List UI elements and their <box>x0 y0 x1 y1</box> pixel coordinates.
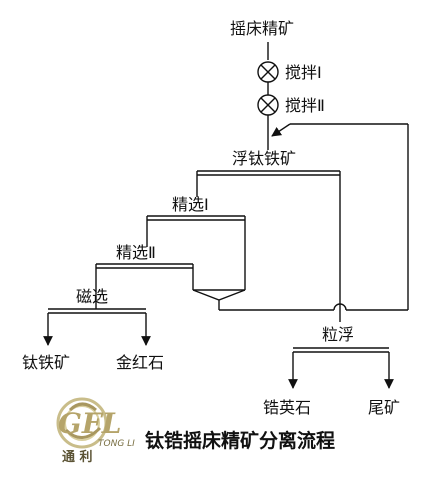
recycle-arrow <box>271 123 291 137</box>
node-granular-flotation: 粒浮 <box>322 325 354 344</box>
logo-text-en: TONG LI <box>98 439 135 449</box>
stir-tank-1-icon <box>257 61 279 83</box>
node-magnetic-separation: 磁选 <box>76 287 108 306</box>
logo-letters: GFL <box>58 407 121 440</box>
node-feed: 摇床精矿 <box>230 19 294 38</box>
logo-text-cn: 通 利 <box>62 449 93 465</box>
product-tailings: 尾矿 <box>368 398 400 417</box>
product-ilmenite: 钛铁矿 <box>22 353 70 372</box>
product-zircon: 锆英石 <box>263 398 311 417</box>
middlings-hopper <box>192 123 409 311</box>
diagram-caption: 钛锆摇床精矿分离流程 <box>145 429 335 452</box>
node-stir-1: 搅拌Ⅰ <box>285 63 322 82</box>
cleaning-2-cell <box>95 263 194 290</box>
node-cleaning-1: 精选Ⅰ <box>172 195 209 214</box>
node-stir-2: 搅拌Ⅱ <box>285 96 325 115</box>
flotation-cell <box>196 170 341 310</box>
node-cleaning-2: 精选Ⅱ <box>116 243 156 262</box>
node-ilmenite-flotation: 浮钛铁矿 <box>232 149 296 168</box>
stir-tank-2-icon <box>257 94 279 116</box>
magnetic-separator <box>43 287 151 346</box>
company-logo: GFL TONG LI 通 利 <box>56 397 135 465</box>
cleaning-1-cell <box>146 215 246 290</box>
granular-flotation-cell <box>288 310 394 389</box>
product-rutile: 金红石 <box>116 353 164 372</box>
